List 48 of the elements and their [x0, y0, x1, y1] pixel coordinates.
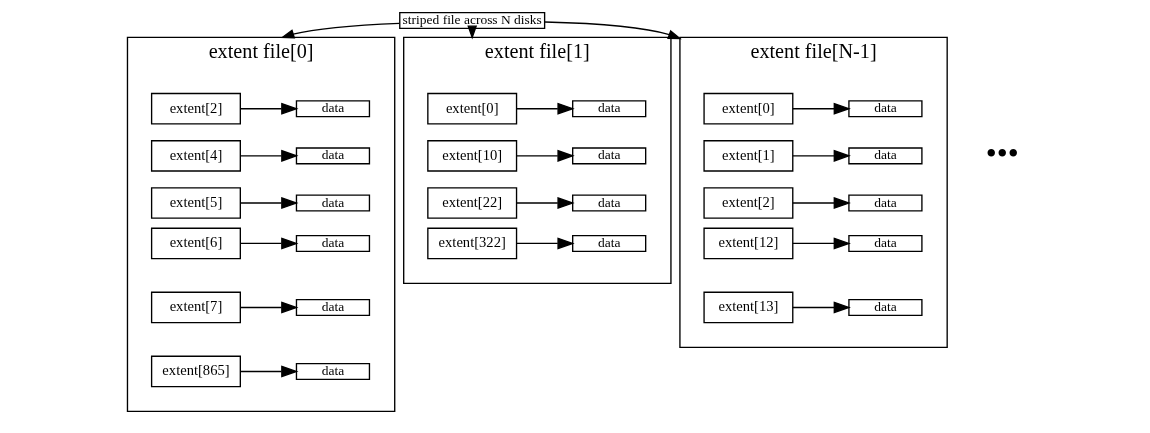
- arrow: [515, 196, 575, 210]
- node-box: extent[322]: [426, 227, 517, 260]
- arrow: [515, 149, 575, 162]
- node-box: extent[0]: [702, 92, 793, 125]
- node-box: data: [571, 147, 646, 165]
- arrow: [543, 21, 682, 40]
- node-box: extent[5]: [150, 187, 241, 219]
- node-box: data: [295, 100, 370, 118]
- arrow: [239, 196, 298, 210]
- node-box: extent[13]: [702, 291, 793, 324]
- node-box: data: [571, 234, 646, 252]
- node-box: data: [295, 194, 370, 212]
- arrow: [515, 237, 575, 250]
- arrow: [239, 102, 298, 115]
- label: •••: [985, 135, 1019, 171]
- node-box: extent[12]: [702, 227, 793, 260]
- node-box: data: [295, 298, 370, 316]
- node-box: extent[10]: [426, 140, 517, 172]
- arrow: [515, 102, 575, 115]
- arrow: [791, 237, 851, 250]
- arrow: [279, 22, 400, 39]
- node-box: data: [295, 362, 370, 380]
- node-box: extent[7]: [150, 291, 241, 324]
- node-box: data: [295, 147, 370, 165]
- node-box: extent[6]: [150, 227, 241, 260]
- node-box: data: [571, 100, 646, 118]
- arrow: [791, 301, 851, 314]
- arrow: [239, 237, 298, 250]
- arrow: [791, 102, 851, 115]
- node-box: data: [571, 194, 646, 212]
- node-box: extent[0]: [426, 92, 517, 125]
- arrow: [239, 149, 298, 162]
- node-box: data: [847, 234, 923, 252]
- node-box: extent[1]: [702, 140, 793, 172]
- node-box: extent[4]: [150, 140, 241, 172]
- node-box: extent[2]: [702, 187, 793, 219]
- arrow: [239, 365, 298, 378]
- node-box: data: [847, 298, 923, 316]
- node-box: data: [847, 100, 923, 118]
- node-box: data: [295, 234, 370, 252]
- node-box: extent[865]: [150, 355, 241, 388]
- arrow: [239, 301, 298, 314]
- node-box: extent[22]: [426, 187, 517, 219]
- arrow: [791, 196, 851, 210]
- node-box: data: [847, 147, 923, 165]
- node-box: data: [847, 194, 923, 212]
- arrow: [791, 149, 851, 162]
- node-box: extent[2]: [150, 92, 241, 125]
